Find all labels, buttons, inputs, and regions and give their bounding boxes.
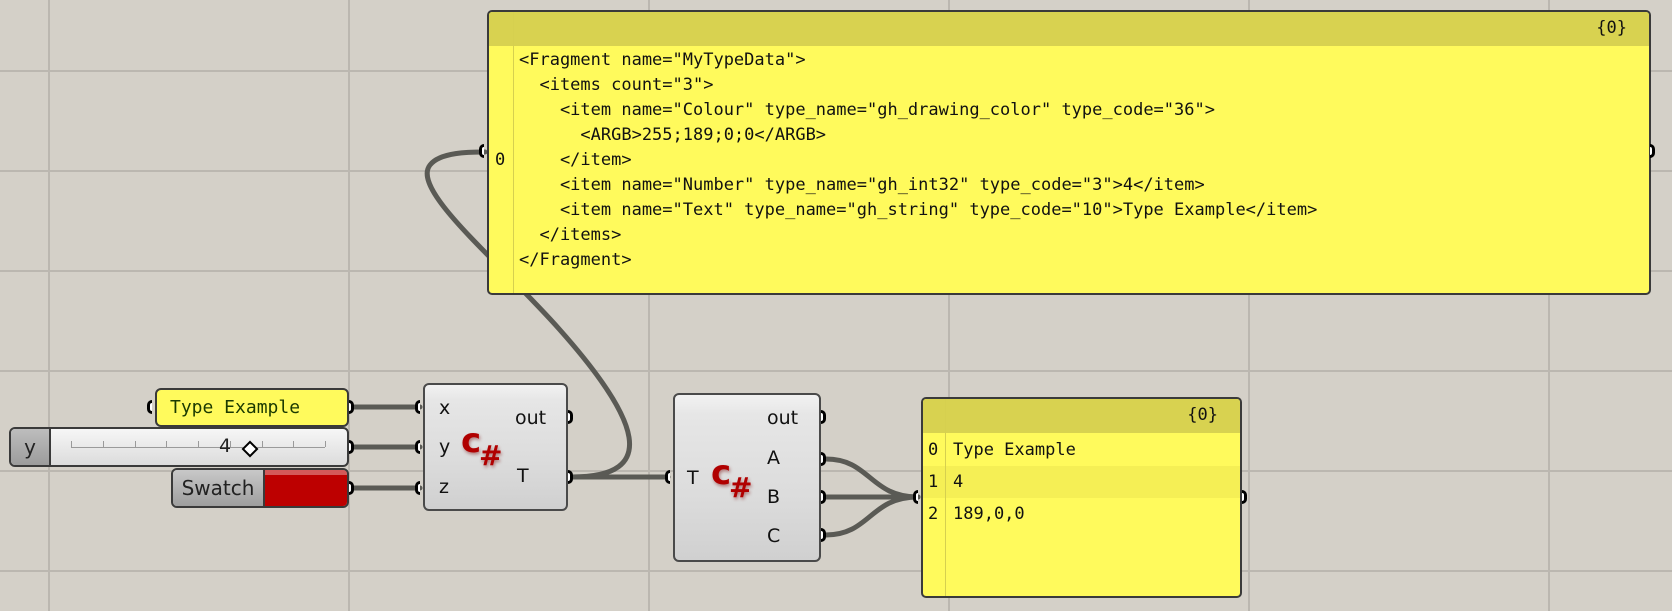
decode-input-T-grip[interactable] bbox=[665, 470, 670, 484]
swatch-color[interactable] bbox=[265, 470, 347, 506]
panel-header: {0} bbox=[489, 12, 1649, 46]
xml-line: <Fragment name="MyTypeData"> bbox=[519, 50, 806, 70]
input-y-label: y bbox=[439, 436, 451, 458]
encode-output-T-grip[interactable] bbox=[568, 470, 573, 484]
item-value: Type Example bbox=[953, 440, 1076, 460]
item-index: 1 bbox=[928, 472, 939, 492]
output-T-label: T bbox=[517, 465, 529, 487]
panel-path-label: {0} bbox=[1187, 405, 1218, 425]
wire-A-to-result bbox=[823, 456, 921, 500]
xml-line: </Fragment> bbox=[519, 250, 632, 270]
decode-output-out-grip[interactable] bbox=[821, 410, 826, 424]
input-x-label: x bbox=[439, 397, 451, 419]
xml-line: <item name="Text" type_name="gh_string" … bbox=[519, 200, 1318, 220]
panel-header: {0} bbox=[923, 399, 1240, 433]
grid-line bbox=[48, 0, 50, 611]
swatch-output-grip[interactable] bbox=[349, 481, 354, 495]
grid-line bbox=[348, 0, 350, 611]
panel-gutter bbox=[513, 12, 514, 293]
result-panel[interactable]: {0} 0 Type Example 1 4 2 189,0,0 bbox=[921, 397, 1242, 598]
item-value: 189,0,0 bbox=[953, 504, 1025, 524]
string-panel-input-grip[interactable] bbox=[147, 400, 152, 414]
panel-gutter bbox=[945, 399, 946, 596]
input-z-label: z bbox=[439, 476, 449, 498]
input-T-label: T bbox=[687, 467, 699, 489]
grid-line bbox=[0, 570, 1672, 572]
output-A-label: A bbox=[767, 447, 780, 469]
string-panel-text: Type Example bbox=[170, 397, 301, 418]
xml-line: <item name="Colour" type_name="gh_drawin… bbox=[519, 100, 1215, 120]
panel-path-label: {0} bbox=[1596, 18, 1627, 38]
xml-panel-input-grip[interactable] bbox=[479, 144, 484, 158]
csharp-encode-component[interactable]: x y z c# out T bbox=[423, 383, 568, 511]
output-out-label: out bbox=[767, 407, 799, 429]
xml-output-panel[interactable]: {0} 0 <Fragment name="MyTypeData"> <item… bbox=[487, 10, 1651, 295]
encode-input-y-grip[interactable] bbox=[415, 440, 420, 454]
slider-nickname: y bbox=[11, 429, 51, 465]
panel-input-index: 0 bbox=[495, 150, 506, 170]
wire-C-to-result bbox=[823, 494, 921, 538]
item-index: 0 bbox=[928, 440, 939, 460]
slider-output-grip[interactable] bbox=[349, 440, 354, 454]
csharp-decode-component[interactable]: T c# out A B C bbox=[673, 393, 821, 562]
string-panel[interactable]: Type Example bbox=[155, 388, 349, 427]
output-out-label: out bbox=[515, 407, 547, 429]
result-panel-output-grip[interactable] bbox=[1242, 490, 1247, 504]
xml-line: <ARGB>255;189;0;0</ARGB> bbox=[519, 125, 827, 145]
swatch-label: Swatch bbox=[173, 470, 265, 506]
encode-output-out-grip[interactable] bbox=[568, 410, 573, 424]
xml-line: <item name="Number" type_name="gh_int32"… bbox=[519, 175, 1205, 195]
encode-input-x-grip[interactable] bbox=[415, 400, 420, 414]
item-value: 4 bbox=[953, 472, 964, 492]
output-B-label: B bbox=[767, 486, 781, 508]
number-slider[interactable]: y 4 bbox=[9, 427, 349, 467]
xml-line: </items> bbox=[519, 225, 622, 245]
decode-output-C-grip[interactable] bbox=[821, 528, 826, 542]
output-C-label: C bbox=[767, 525, 781, 547]
string-panel-output-grip[interactable] bbox=[349, 400, 354, 414]
decode-output-A-grip[interactable] bbox=[821, 452, 826, 466]
xml-panel-output-grip[interactable] bbox=[1650, 144, 1655, 158]
grid-line bbox=[0, 370, 1672, 372]
row-highlight bbox=[923, 466, 1240, 498]
xml-line: </item> bbox=[519, 150, 632, 170]
xml-line: <items count="3"> bbox=[519, 75, 714, 95]
result-panel-input-grip[interactable] bbox=[913, 490, 918, 504]
encode-input-z-grip[interactable] bbox=[415, 481, 420, 495]
decode-output-B-grip[interactable] bbox=[821, 490, 826, 504]
item-index: 2 bbox=[928, 504, 939, 524]
slider-track[interactable] bbox=[71, 439, 326, 448]
slider-value: 4 bbox=[219, 435, 232, 457]
colour-swatch[interactable]: Swatch bbox=[171, 468, 349, 508]
